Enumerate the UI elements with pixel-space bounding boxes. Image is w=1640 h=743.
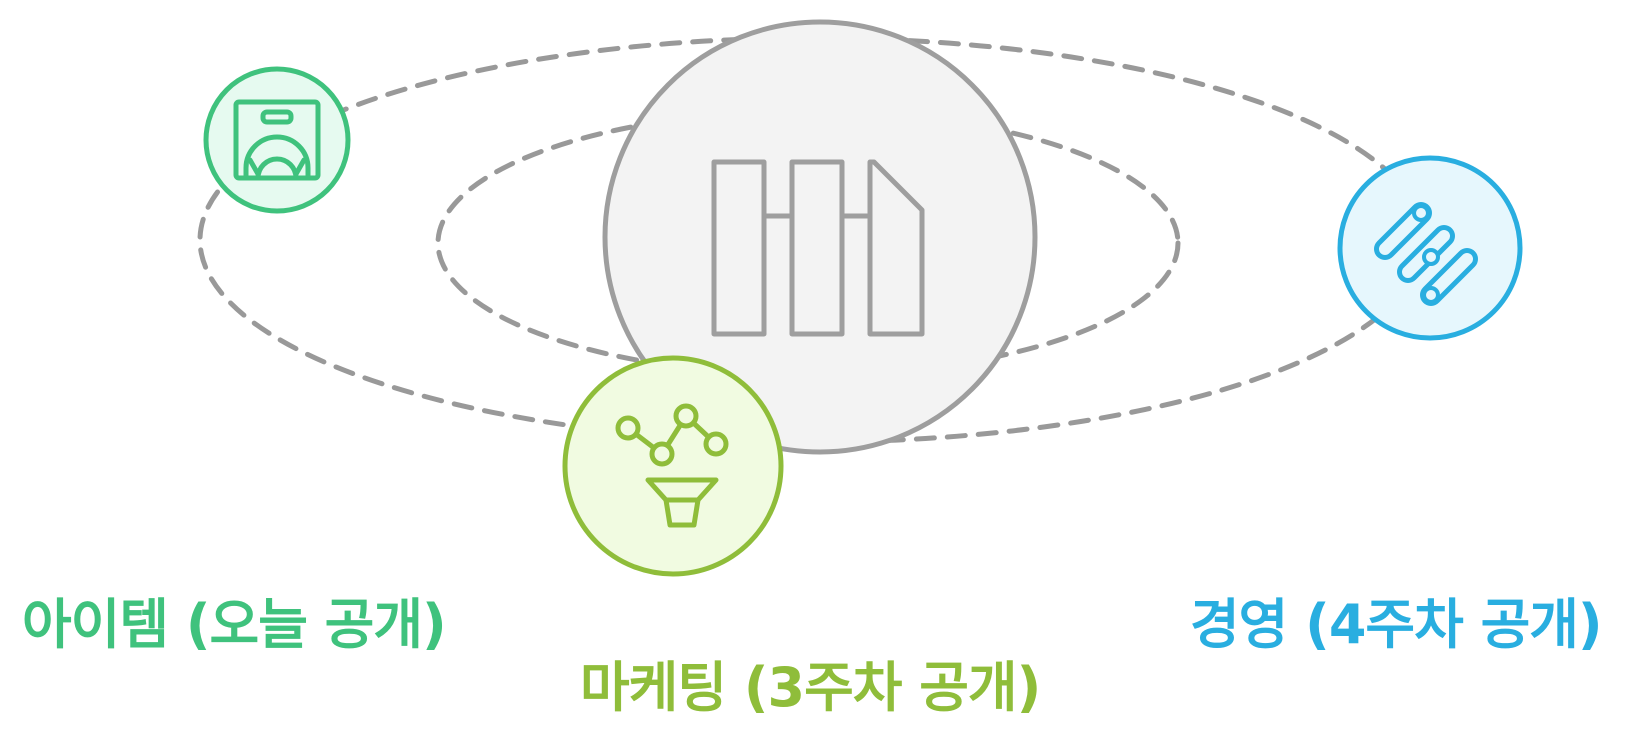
marketing-label: 마케팅 (3주차 공개) <box>580 656 1041 719</box>
marketing-funnel-icon <box>615 403 729 528</box>
item-label: 아이템 (오늘 공개) <box>22 593 447 656</box>
management-node[interactable] <box>1337 155 1523 341</box>
inventory-box-icon <box>233 99 321 181</box>
item-node[interactable] <box>203 66 351 214</box>
document-columns-icon <box>711 159 925 337</box>
marketing-node[interactable] <box>562 355 784 577</box>
center-hub <box>602 19 1038 455</box>
management-label: 경영 (4주차 공개) <box>1190 593 1603 656</box>
